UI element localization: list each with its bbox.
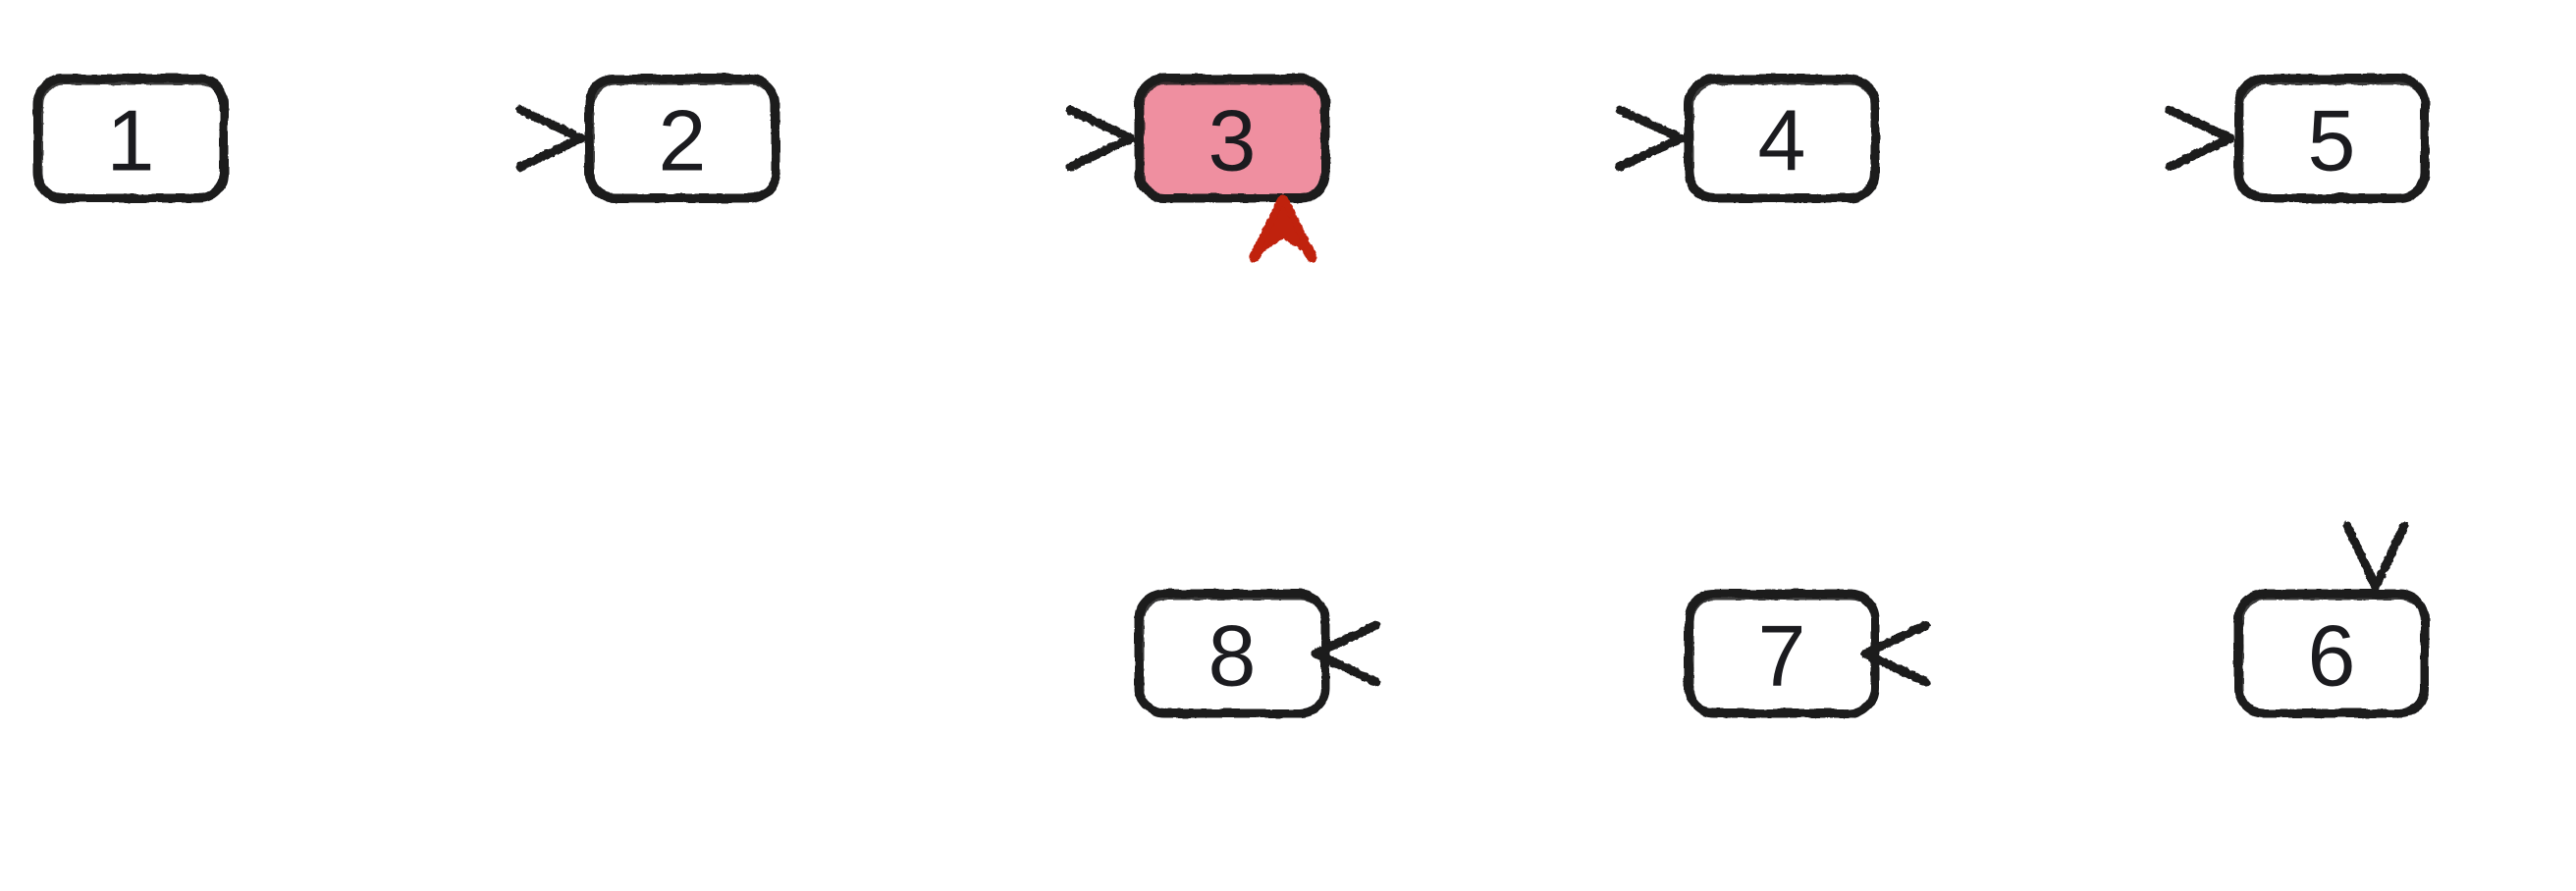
node-4-label: 4 (1758, 92, 1806, 189)
edge-1-to-2-arrowhead (515, 105, 586, 172)
node-7[interactable]: 7 (1684, 589, 1880, 718)
edge-5-to-6-arrowhead (2342, 521, 2409, 592)
node-8-label: 8 (1208, 607, 1257, 705)
node-3-highlight-fill (1139, 79, 1325, 198)
node-1[interactable]: 1 (32, 74, 229, 203)
node-6[interactable]: 6 (2233, 589, 2430, 718)
node-4-shape-overstroke (1689, 79, 1877, 200)
edge-6-to-7-arrowhead (1860, 620, 1931, 687)
edge-3-to-4[interactable] (1329, 105, 1686, 172)
node-3-label: 3 (1208, 92, 1257, 189)
edge-7-to-8[interactable] (1311, 620, 1667, 687)
node-2-label: 2 (659, 92, 707, 189)
edge-4-to-5-arrowhead (2165, 105, 2235, 172)
node-8[interactable]: 8 (1134, 589, 1330, 718)
node-3-shape-overstroke (1139, 79, 1327, 200)
node-5-shape-overstroke (2238, 79, 2427, 200)
edge-5-to-6[interactable] (2342, 202, 2409, 592)
node-1-shape-overstroke (37, 79, 226, 200)
edge-8-to-3-feedback[interactable] (1249, 194, 1317, 589)
edge-2-to-3[interactable] (779, 105, 1136, 172)
edge-1-to-2[interactable] (228, 105, 586, 172)
node-6-shape-overstroke (2238, 595, 2427, 715)
edge-6-to-7[interactable] (1860, 620, 2217, 687)
node-5[interactable]: 5 (2233, 74, 2430, 203)
edge-8-to-3-arrowhead (1249, 194, 1317, 263)
edge-8-to-3-arrowhead-fill (1260, 204, 1307, 254)
node-2-shape-overstroke (589, 79, 778, 200)
node-4[interactable]: 4 (1684, 74, 1880, 203)
node-3[interactable]: 3 (1134, 74, 1330, 203)
edge-4-to-5[interactable] (1879, 105, 2235, 172)
node-1-label: 1 (107, 92, 155, 189)
node-5-label: 5 (2308, 92, 2356, 189)
edge-3-to-4-arrowhead (1615, 105, 1686, 172)
edge-2-to-3-arrowhead (1065, 105, 1136, 172)
edges-layer (228, 105, 2409, 687)
node-2[interactable]: 2 (584, 74, 780, 203)
nodes-layer: 1 2 3 4 (32, 74, 2430, 718)
node-6-label: 6 (2308, 607, 2356, 705)
edge-7-to-8-arrowhead (1311, 620, 1381, 687)
node-7-label: 7 (1758, 607, 1806, 705)
